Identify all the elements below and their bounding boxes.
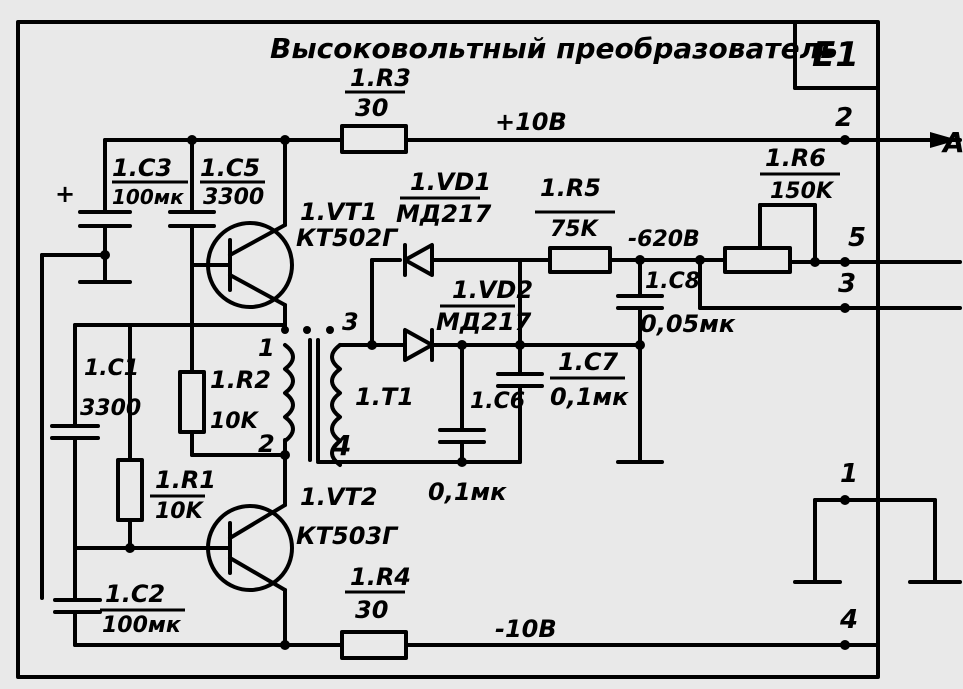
block-id: E1 [812,35,859,75]
c6-value: 0,1мк [428,478,507,506]
r1-ref: 1.R1 [155,466,216,494]
vd1-type: МД217 [396,200,492,228]
pin5-dot [840,257,850,267]
r6-value: 150K [770,179,835,204]
minus10-label: -10В [495,615,557,643]
node-285-645 [280,640,290,650]
vt1-collector [228,223,287,257]
r5-ref: 1.R5 [540,174,601,202]
resistor-r1 [116,458,144,522]
c5-value: 3300 [203,185,264,210]
r4-ref: 1.R4 [350,563,411,591]
coil-label-2: 2 [258,430,275,458]
pin2-dot [840,135,850,145]
c1-value: 3300 [80,396,141,421]
c5-node [187,135,197,145]
node-285-455 [280,450,290,460]
vt1-emitter [228,273,287,307]
t1-secondary-coil [330,343,342,467]
c5-ref: 1.C5 [200,154,260,182]
t1-primary-coil [283,343,295,443]
minus620-label: -620В [628,227,700,252]
resistor-r2 [178,370,206,434]
node-462-462 [457,457,467,467]
vd2-type: МД217 [436,308,532,336]
t1-dot-2 [303,326,311,334]
c8-value: 0,05мк [640,310,736,338]
c7-ref: 1.C7 [558,348,618,376]
vt2-ref: 1.VT2 [300,483,377,511]
vt1-ref: 1.VT1 [300,198,377,226]
vd1-triangle [403,243,434,277]
arrow-a-label: А [941,126,963,159]
coil-label-3: 3 [342,308,359,336]
pin1-label: 1 [840,459,858,489]
vd1-ref: 1.VD1 [410,168,491,196]
r6-ref: 1.R6 [765,144,826,172]
resistor-r5 [548,246,612,274]
page-title: Высоковольтный преобразователь [270,32,838,65]
vt1-type: КТ502Г [296,224,399,252]
c2-ref: 1.C2 [105,580,165,608]
coil-label-1: 1 [258,334,275,362]
resistor-r3 [340,124,408,154]
c8-ref: 1.C8 [645,269,700,294]
pin4-label: 4 [839,605,858,635]
r1-value: 10K [155,499,205,524]
vt2-collector [228,503,287,540]
vd2-triangle [403,328,434,362]
r3-value: 30 [355,94,388,122]
plus10-label: +10В [495,108,567,136]
arrow-a-head [930,132,958,148]
r2-value: 10K [210,409,260,434]
c2-value: 100мк [102,613,182,638]
resistor-r6 [723,246,792,274]
pin2-label: 2 [835,103,853,133]
r4-value: 30 [355,596,388,624]
pin4-dot [840,640,850,650]
r3-ref: 1.R3 [350,64,411,92]
vt1-node [280,135,290,145]
node-520-345 [515,340,525,350]
vt2-type: КТ503Г [296,522,399,550]
pin3-label: 3 [838,269,856,299]
r2-ref: 1.R2 [210,366,271,394]
vt2-emitter [228,556,287,592]
pin3-dot [840,303,850,313]
pin5-label: 5 [848,223,866,253]
node-105-255 [100,250,110,260]
t1-dot-1 [281,326,289,334]
c6-ref: 1.C6 [470,389,525,414]
resistor-r4 [340,630,408,660]
t1-dot-3 [326,326,334,334]
node-372-345 [367,340,377,350]
c3-plus: + [55,180,75,208]
coil-label-4: 4 [331,429,351,462]
c3-ref: 1.C3 [112,154,172,182]
c7-value: 0,1мк [550,383,629,411]
node-640-345 [635,340,645,350]
r5-value: 75K [550,217,600,242]
c3-value: 100мк [112,185,184,209]
node-130-548 [125,543,135,553]
node-815-262 [810,257,820,267]
t1-ref: 1.T1 [355,383,414,411]
frame-border [16,20,880,679]
